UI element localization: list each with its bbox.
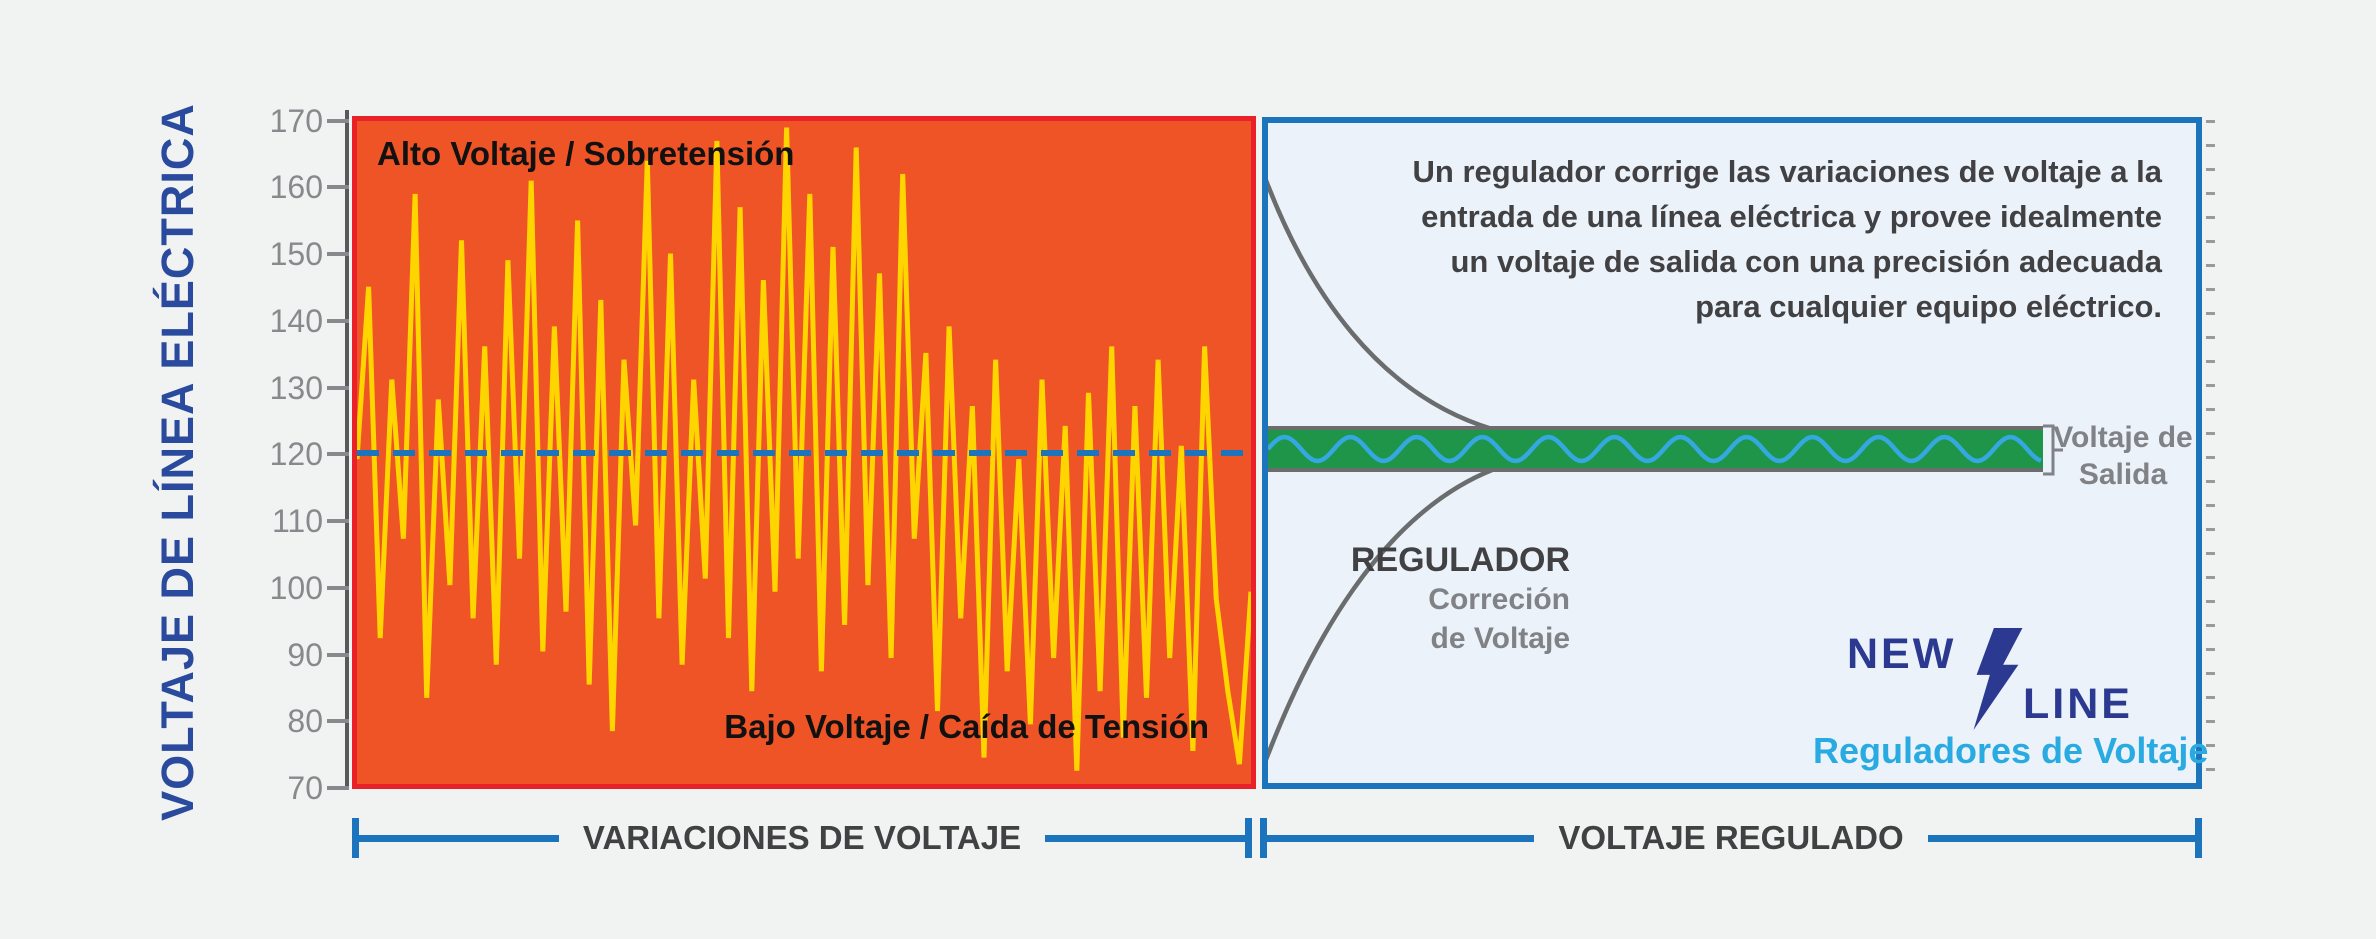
- y-axis-line: [345, 110, 349, 790]
- bracket-end-cap: [1245, 818, 1252, 858]
- low-voltage-label: Bajo Voltaje / Caída de Tensión: [724, 708, 1209, 745]
- y-tick-label: 150: [269, 236, 323, 272]
- bracket-rule: [1267, 834, 1535, 842]
- description-line: Un regulador corrige las variaciones de …: [1412, 154, 2162, 189]
- bracket-rule: [359, 834, 559, 842]
- output-sine-wave: [1268, 434, 2042, 464]
- variations-bracket: VARIACIONES DE VOLTAJE: [352, 818, 1252, 858]
- output-voltage-label-line2: Salida: [2078, 458, 2168, 491]
- y-tick-label: 170: [269, 102, 323, 139]
- regulator-title: REGULADOR: [1350, 541, 1570, 579]
- output-voltage-label-line1: Voltaje de: [2053, 421, 2193, 454]
- y-tick-mark: [327, 786, 349, 790]
- y-tick-label: 80: [287, 703, 323, 740]
- y-tick-mark: [327, 585, 349, 590]
- description-line: para cualquier equipo eléctrico.: [1695, 289, 2162, 324]
- regulator-funnel-curves: [1268, 179, 1493, 761]
- regulated-voltage-panel: Un regulador corrige las variaciones de …: [1262, 117, 2209, 789]
- band-range-bracket: [2043, 424, 2063, 476]
- y-tick-label: 140: [269, 302, 323, 339]
- logo-word-line: LINE: [2023, 680, 2133, 728]
- regulator-description: Un regulador corrige las variaciones de …: [1413, 149, 2162, 329]
- y-tick-label: 100: [269, 569, 323, 606]
- high-voltage-label: Alto Voltaje / Sobretensión: [377, 135, 795, 172]
- bracket-end-cap: [352, 818, 359, 858]
- y-tick-mark: [327, 452, 349, 457]
- description-line: un voltaje de salida con una precisión a…: [1450, 244, 2163, 279]
- y-axis-title: VOLTAJE DE LÍNEA ELÉCTRICA: [152, 103, 203, 821]
- y-tick-mark: [327, 519, 349, 523]
- nominal-120v-dashed-line: [357, 449, 1251, 456]
- lightning-bolt-icon: [1973, 628, 2023, 730]
- regulator-subtitle-2: de Voltaje: [1430, 622, 1570, 655]
- y-tick-mark: [327, 385, 349, 390]
- logo-word-new: NEW: [1847, 630, 1957, 678]
- bracket-end-cap: [2195, 818, 2203, 858]
- y-tick-label: 110: [271, 503, 323, 539]
- description-line: entrada de una línea eléctrica y provee …: [1421, 199, 2162, 234]
- y-tick-label: 160: [269, 169, 323, 206]
- regulator-caption: REGULADOR Correción de Voltaje: [1268, 541, 1570, 658]
- regulated-bracket: VOLTAJE REGULADO: [1260, 818, 2203, 858]
- y-tick-label: 120: [269, 436, 323, 473]
- y-tick-mark: [327, 252, 349, 256]
- y-tick-label: 130: [269, 369, 323, 406]
- bracket-end-cap: [1260, 818, 1267, 858]
- y-tick-mark: [327, 185, 349, 190]
- bracket-rule: [1045, 834, 1245, 842]
- y-tick-label: 70: [287, 770, 323, 806]
- y-tick-mark: [327, 719, 349, 724]
- y-tick-label: 90: [287, 636, 323, 673]
- input-voltage-zigzag-line: [357, 127, 1251, 771]
- regulated-label: VOLTAJE REGULADO: [1558, 819, 1904, 856]
- y-tick-mark: [327, 318, 349, 323]
- output-voltage-label: Voltaje de Salida: [2048, 419, 2198, 493]
- regulated-output-band: [1268, 426, 2043, 472]
- y-tick-mark: [327, 652, 349, 657]
- voltage-variations-panel: Alto Voltaje / Sobretensión Bajo Voltaje…: [352, 116, 1256, 789]
- newline-logo: NEW LINE Reguladores de Voltaje: [1813, 626, 2209, 778]
- regulator-subtitle-1: Correción: [1428, 583, 1570, 616]
- y-tick-mark: [327, 118, 349, 123]
- right-ruler-ticks: [2206, 120, 2215, 788]
- variations-label: VARIACIONES DE VOLTAJE: [582, 819, 1022, 856]
- logo-tagline: Reguladores de Voltaje: [1813, 730, 2209, 771]
- bracket-rule: [1927, 834, 2196, 842]
